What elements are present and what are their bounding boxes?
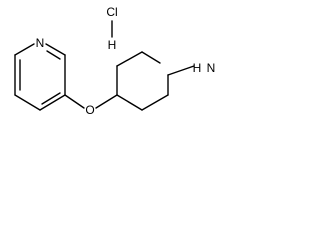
hydrochloride-salt: Cl H <box>106 5 117 52</box>
nitrogen-bond <box>167 65 195 76</box>
bond <box>64 94 85 109</box>
bond <box>14 43 35 56</box>
bond <box>141 51 161 64</box>
bond <box>116 51 143 67</box>
bond <box>14 94 41 111</box>
bond <box>39 94 66 111</box>
bond <box>95 94 118 109</box>
chloride-label: Cl <box>106 5 117 19</box>
pyridine-ring <box>14 43 66 111</box>
structure-svg: N O N H Cl H <box>14 5 216 117</box>
hydrogen-label: H <box>108 38 117 52</box>
pyridine-nitrogen-label: N <box>36 36 45 50</box>
bond <box>116 94 143 111</box>
piperidine-nitrogen-label: N <box>207 61 216 75</box>
piperidine-hydrogen-label: H <box>193 61 202 75</box>
double-bond <box>46 50 61 60</box>
ether-oxygen-label: O <box>85 103 94 117</box>
bond <box>141 94 169 111</box>
ether-linkage <box>64 94 118 109</box>
double-bond <box>41 92 61 105</box>
chemical-structure-diagram: N O N H Cl H <box>0 0 229 136</box>
piperidine-ring <box>116 51 169 111</box>
bond <box>45 43 66 56</box>
